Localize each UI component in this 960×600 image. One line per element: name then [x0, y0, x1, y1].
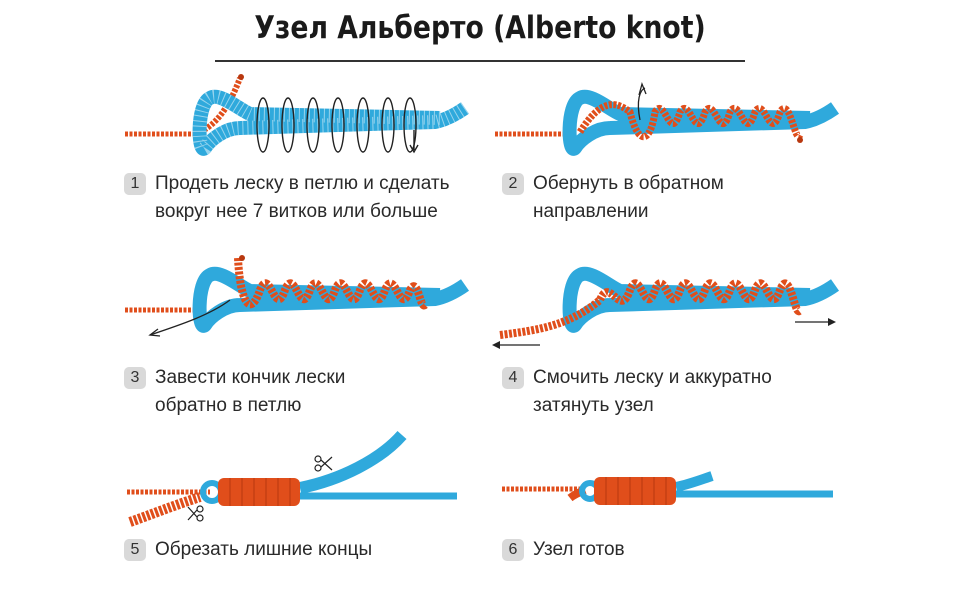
caption-line: Обрезать лишние концы [155, 539, 373, 560]
caption-line: направлении [533, 201, 649, 222]
step-number-badge: 5 [124, 539, 146, 561]
caption-line: Завести кончик лески [155, 367, 346, 388]
caption-line: Узел готов [533, 539, 625, 560]
caption-line: Продеть леску в петлю и сделать [155, 173, 450, 194]
step-4-caption: 4 Смочить леску и аккуратно затянуть узе… [502, 364, 842, 424]
arrow-icon [148, 328, 161, 337]
step-number-badge: 2 [502, 173, 524, 195]
knot-wraps [218, 478, 300, 506]
scissors-icon [187, 505, 204, 522]
orange-wraps [234, 257, 429, 310]
step-3-svg [125, 255, 470, 337]
step-number-badge: 3 [124, 367, 146, 389]
line-tip [238, 74, 244, 80]
step-2-caption: 2 Обернуть в обратном направлении [502, 170, 842, 230]
wrap-loops [256, 97, 417, 153]
orange-wraps [577, 101, 804, 140]
caption-line: Смочить леску и аккуратно [533, 367, 772, 388]
scissors-icon [314, 455, 333, 472]
orange-wraps [499, 279, 804, 339]
step-3-caption: 3 Завести кончик лески обратно в петлю [124, 364, 484, 424]
step-6-caption: 6 Узел готов [502, 536, 842, 566]
step-6-svg [502, 471, 833, 505]
step-5-caption: 5 Обрезать лишние концы [124, 536, 484, 566]
caption-line: затянуть узел [533, 395, 654, 416]
caption-line: вокруг нее 7 витков или больше [155, 201, 438, 222]
step-number-badge: 4 [502, 367, 524, 389]
arrow-icon [828, 318, 836, 326]
step-number-badge: 6 [502, 539, 524, 561]
step-4-svg [492, 266, 840, 349]
caption-line: обратно в петлю [155, 395, 302, 416]
knot-wraps [594, 477, 676, 505]
step-1-caption: 1 Продеть леску в петлю и сделать вокруг… [124, 170, 484, 230]
step-1-svg [125, 74, 470, 156]
step-number-badge: 1 [124, 173, 146, 195]
page-title: Узел Альберто (Alberto knot) [254, 10, 706, 46]
arrow-icon [409, 130, 419, 154]
title-underline [215, 60, 745, 62]
caption-line: Обернуть в обратном [533, 173, 724, 194]
step-2-svg [495, 81, 840, 156]
arrow-icon [492, 341, 500, 349]
step-5-svg [127, 430, 457, 527]
